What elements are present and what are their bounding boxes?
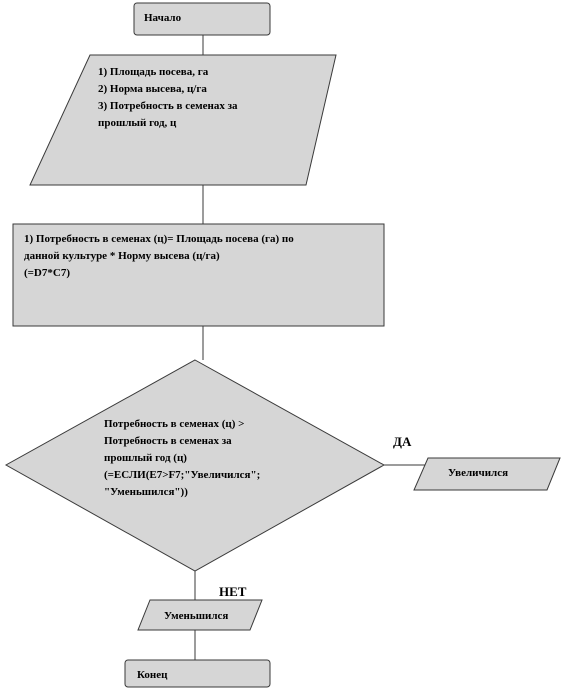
- decision-line-4: (=ЕСЛИ(E7>F7;"Увеличился";: [104, 469, 260, 481]
- input-line-3: 3) Потребность в семенах за: [98, 100, 238, 112]
- end-node: Конец: [124, 659, 271, 688]
- input-line-4: прошлый год, ц: [98, 117, 177, 129]
- decision-node: Потребность в семенах (ц) > Потребность …: [4, 359, 386, 572]
- decision-line-2: Потребность в семенах за: [104, 435, 232, 447]
- input-line-2: 2) Норма высева, ц/га: [98, 83, 207, 95]
- decision-line-1: Потребность в семенах (ц) >: [104, 418, 244, 430]
- process-line-3: (=D7*C7): [24, 267, 70, 279]
- start-label: Начало: [144, 12, 182, 24]
- yes-label: ДА: [393, 434, 412, 449]
- output-no-node: Уменьшился: [137, 599, 263, 631]
- start-node: Начало: [133, 2, 271, 36]
- decision-line-5: "Уменьшился")): [104, 486, 188, 498]
- input-node: 1) Площадь посева, га 2) Норма высева, ц…: [29, 54, 337, 186]
- process-node: 1) Потребность в семенах (ц)= Площадь по…: [12, 223, 385, 327]
- output-yes-node: Увеличился: [413, 457, 561, 491]
- output-no-label: Уменьшился: [164, 610, 228, 622]
- no-label: НЕТ: [219, 584, 247, 599]
- output-yes-label: Увеличился: [448, 467, 508, 479]
- end-label: Конец: [137, 669, 168, 681]
- decision-line-3: прошлый год (ц): [104, 452, 187, 464]
- process-line-1: 1) Потребность в семенах (ц)= Площадь по…: [24, 233, 294, 245]
- process-line-2: данной культуре * Норму высева (ц/га): [24, 250, 220, 262]
- input-line-1: 1) Площадь посева, га: [98, 66, 209, 78]
